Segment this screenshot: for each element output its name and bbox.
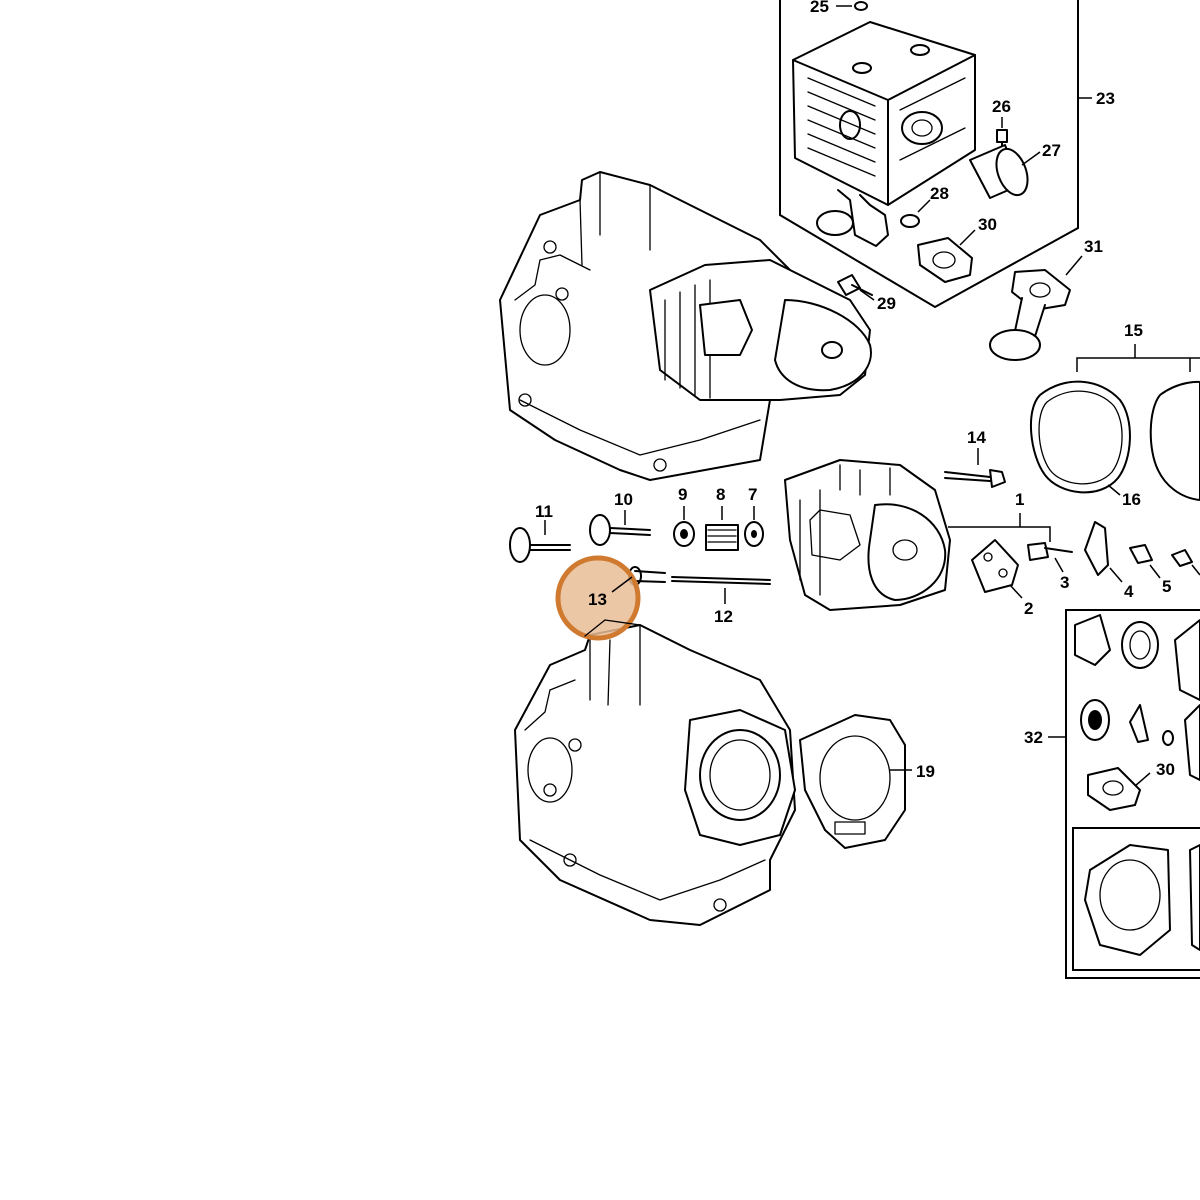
part-11-valve[interactable]	[509, 520, 571, 563]
muffler[interactable]	[792, 21, 976, 247]
part-19-head-gasket[interactable]	[799, 714, 912, 849]
callout-4: 4	[1124, 582, 1134, 601]
callout-29: 29	[877, 294, 896, 313]
muffler-group-frame	[779, 0, 1092, 309]
callout-25: 25	[810, 0, 829, 16]
callout-labels: 25 23 26 27 28 30 31 29 15 14 16 1 11 10…	[535, 0, 1175, 781]
callout-8: 8	[716, 485, 725, 504]
highlight-marker	[555, 555, 641, 641]
callout-10: 10	[614, 490, 633, 509]
engine-block-lower	[514, 624, 796, 926]
callout-30-kit: 30	[1156, 760, 1175, 779]
callout-32: 32	[1024, 728, 1043, 747]
callout-2: 2	[1024, 599, 1033, 618]
part-2-guide-plate[interactable]	[971, 539, 1023, 599]
callout-27: 27	[1042, 141, 1061, 160]
part-7-retainer[interactable]	[744, 506, 764, 547]
part-1-cylinder-head[interactable]	[784, 459, 1051, 611]
callout-1: 1	[1015, 490, 1024, 509]
part-30-gasket-top[interactable]	[917, 229, 976, 283]
callout-11: 11	[535, 502, 553, 521]
part-32-gasket-kit-frame	[1048, 609, 1200, 979]
callout-28: 28	[930, 184, 949, 203]
part-28-nut[interactable]	[900, 199, 931, 228]
part-25-nut[interactable]	[836, 1, 868, 11]
part-12-push-rod[interactable]	[671, 576, 771, 604]
part-10-valve[interactable]	[589, 510, 651, 546]
part-15-16-valve-cover-gasket[interactable]	[1029, 344, 1200, 501]
callout-13: 13	[588, 590, 607, 609]
part-5-nut[interactable]	[1129, 544, 1161, 579]
engine-block-upper	[499, 171, 872, 481]
callout-23: 23	[1096, 89, 1115, 108]
part-14-bolt[interactable]	[944, 448, 1006, 488]
part-29-bolt[interactable]	[837, 274, 875, 301]
part-31-exhaust-port[interactable]	[989, 255, 1083, 361]
part-8-valve-spring[interactable]	[705, 506, 739, 551]
callout-12: 12	[714, 607, 733, 626]
callout-14: 14	[967, 428, 986, 447]
callout-19: 19	[916, 762, 935, 781]
part-27-spark-arrester[interactable]	[969, 144, 1041, 200]
callout-5: 5	[1162, 577, 1171, 596]
callout-7: 7	[748, 485, 757, 504]
callout-9: 9	[678, 485, 687, 504]
callout-30-top: 30	[978, 215, 997, 234]
part-4-rocker-arm[interactable]	[1084, 521, 1123, 583]
part-9-retainer[interactable]	[673, 506, 695, 547]
callout-31: 31	[1084, 237, 1103, 256]
part-6-nut[interactable]	[1171, 549, 1200, 576]
callout-15: 15	[1124, 321, 1143, 340]
part-3-pivot-bolt[interactable]	[1027, 542, 1073, 573]
callout-16: 16	[1122, 490, 1141, 509]
callout-26: 26	[992, 97, 1011, 116]
callout-3: 3	[1060, 573, 1069, 592]
